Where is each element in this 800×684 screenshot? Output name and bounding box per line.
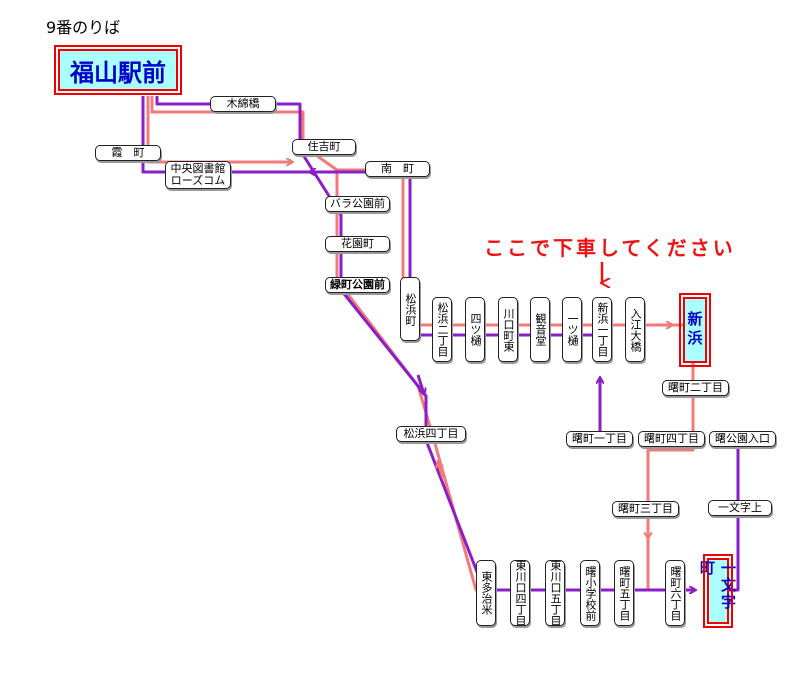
terminal-shinhama[interactable]: 新浜 bbox=[679, 293, 711, 367]
stop-akebono-6[interactable]: 曙町六丁目 bbox=[665, 560, 685, 626]
stop-kasumi[interactable]: 霞 町 bbox=[95, 145, 161, 161]
stop-minami[interactable]: 南 町 bbox=[365, 161, 430, 177]
stop-ichimonji-kami[interactable]: 一文字上 bbox=[708, 500, 772, 516]
stop-higashi-tajime[interactable]: 東多治米 bbox=[476, 560, 496, 626]
stop-matsuhama-2[interactable]: 松浜二丁目 bbox=[432, 297, 452, 362]
stop-kiwataribashi[interactable]: 木綿橋 bbox=[210, 96, 276, 112]
stop-hitotsudoi[interactable]: 一ツ樋 bbox=[562, 297, 582, 362]
route-salmon-east bbox=[502, 325, 695, 592]
stop-bara-park[interactable]: バラ公園前 bbox=[325, 196, 390, 212]
stop-sumiyoshi[interactable]: 住吉町 bbox=[292, 139, 356, 155]
stop-akebono-5[interactable]: 曙町五丁目 bbox=[614, 560, 634, 626]
stop-akebono-school[interactable]: 曙小学校前 bbox=[580, 560, 600, 626]
stop-akebono-1[interactable]: 曙町一丁目 bbox=[566, 431, 633, 447]
stop-matsuhama-cho[interactable]: 松浜町 bbox=[400, 277, 420, 341]
arrow-salmon-matsuhama4 bbox=[438, 462, 445, 479]
terminal-ichimonji[interactable]: 一文字町 bbox=[698, 554, 737, 628]
stop-akebono-2[interactable]: 曙町二丁目 bbox=[662, 380, 729, 396]
stop-higashi-kawaguchi-4[interactable]: 東川口四丁目 bbox=[510, 560, 530, 626]
stop-yotsudoi[interactable]: 四ツ樋 bbox=[465, 297, 485, 362]
route-salmon-loop bbox=[146, 96, 292, 164]
stop-higashi-kawaguchi-5[interactable]: 東川口五丁目 bbox=[545, 560, 565, 626]
stop-midori-park[interactable]: 緑町公園前 bbox=[325, 277, 390, 293]
stop-kannondo[interactable]: 観音堂 bbox=[530, 297, 550, 362]
stop-matsuhama-4[interactable]: 松浜四丁目 bbox=[396, 426, 466, 442]
stop-hanazono[interactable]: 花園町 bbox=[325, 236, 390, 252]
arrow-purple-matsuhama4 bbox=[416, 374, 424, 394]
platform-header: 9番のりば bbox=[46, 18, 121, 37]
stop-kawaguchi-higashi[interactable]: 川口町東 bbox=[498, 297, 518, 362]
terminal-fukuyama-station[interactable]: 福山駅前 bbox=[54, 45, 182, 95]
stop-chuo-library[interactable]: 中央図書館 ローズコム bbox=[165, 161, 231, 189]
stop-akebono-3[interactable]: 曙町三丁目 bbox=[612, 501, 679, 517]
alight-notice: ここで下車してください bbox=[484, 236, 736, 260]
stop-irie-ohashi[interactable]: 入江大橋 bbox=[625, 297, 645, 362]
stop-shinhama-1[interactable]: 新浜一丁目 bbox=[592, 297, 612, 362]
stop-akebono-park[interactable]: 曙公園入口 bbox=[709, 431, 776, 447]
stop-akebono-4[interactable]: 曙町四丁目 bbox=[638, 431, 705, 447]
